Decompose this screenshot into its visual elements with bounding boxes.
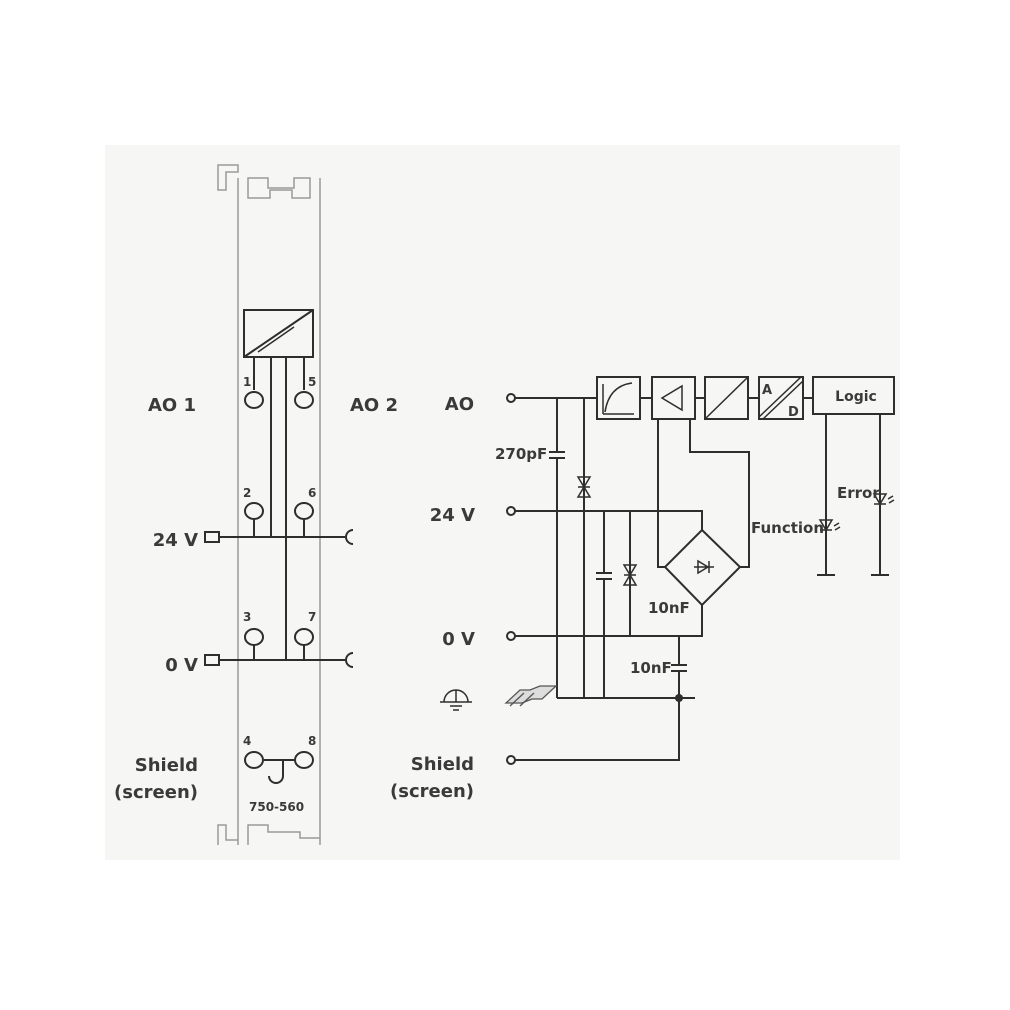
label-0v: 0 V xyxy=(165,655,198,676)
rectifier-bridge xyxy=(663,528,742,607)
junction-dot xyxy=(675,694,683,702)
terminal-5 xyxy=(294,391,314,409)
adc-block: A D xyxy=(758,376,804,420)
logic-label: Logic xyxy=(835,389,877,405)
terminal-4 xyxy=(244,751,264,769)
capacitor-10nf-supply xyxy=(596,572,612,580)
tvs-diode-icon xyxy=(576,476,638,586)
adc-label-d: D xyxy=(788,405,799,420)
terminal-8 xyxy=(294,751,314,769)
label-screen: (screen) xyxy=(114,782,198,803)
error-led-icon xyxy=(872,493,895,506)
filter-block xyxy=(596,376,641,420)
terminal-label-7: 7 xyxy=(308,610,316,624)
isolation-block xyxy=(704,376,749,420)
module-wiring xyxy=(204,357,354,784)
label-shield: Shield xyxy=(135,755,198,776)
adc-label-a: A xyxy=(762,383,772,398)
sch-label-shield: Shield xyxy=(411,754,474,775)
terminal-6 xyxy=(294,502,314,520)
cap-label-10nf-2: 10nF xyxy=(630,659,672,677)
sch-label-ao: AO xyxy=(445,394,474,415)
part-number: 750-560 xyxy=(249,800,304,814)
amplifier-block xyxy=(651,376,696,420)
amplifier-triangle-icon xyxy=(660,384,683,412)
terminal-label-8: 8 xyxy=(308,734,316,748)
sch-label-screen: (screen) xyxy=(390,781,474,802)
diode-icon xyxy=(694,559,714,575)
capacitor-10nf-shield xyxy=(671,664,687,672)
converter-block xyxy=(243,309,314,358)
logic-block: Logic xyxy=(812,376,895,415)
terminal-2 xyxy=(244,502,264,520)
terminal-label-1: 1 xyxy=(243,375,251,389)
module-housing xyxy=(217,164,321,845)
cap-label-10nf-1: 10nF xyxy=(648,599,690,617)
terminal-7 xyxy=(294,628,314,646)
terminals xyxy=(244,391,314,769)
cap-label-270pf: 270pF xyxy=(495,445,547,463)
label-ao2: AO 2 xyxy=(350,395,398,416)
capacitor-270pf xyxy=(549,451,565,459)
diagram-panel xyxy=(105,145,900,860)
function-led-icon xyxy=(818,519,841,532)
terminal-3 xyxy=(244,628,264,646)
schematic-wiring xyxy=(506,393,889,765)
terminal-label-5: 5 xyxy=(308,375,316,389)
din-rail-icon xyxy=(504,685,558,707)
terminal-label-3: 3 xyxy=(243,610,251,624)
function-led-label: Function xyxy=(751,519,824,537)
ground-icon xyxy=(440,689,472,711)
error-led-label: Error xyxy=(837,484,880,502)
sch-label-0v: 0 V xyxy=(442,629,475,650)
terminal-label-2: 2 xyxy=(243,486,251,500)
terminal-label-4: 4 xyxy=(243,734,251,748)
terminal-1 xyxy=(244,391,264,409)
label-ao1: AO 1 xyxy=(148,395,196,416)
label-24v: 24 V xyxy=(153,530,198,551)
terminal-label-6: 6 xyxy=(308,486,316,500)
sch-label-24v: 24 V xyxy=(430,505,475,526)
24v-jumper-contact xyxy=(204,531,220,543)
0v-jumper-contact xyxy=(204,654,220,666)
